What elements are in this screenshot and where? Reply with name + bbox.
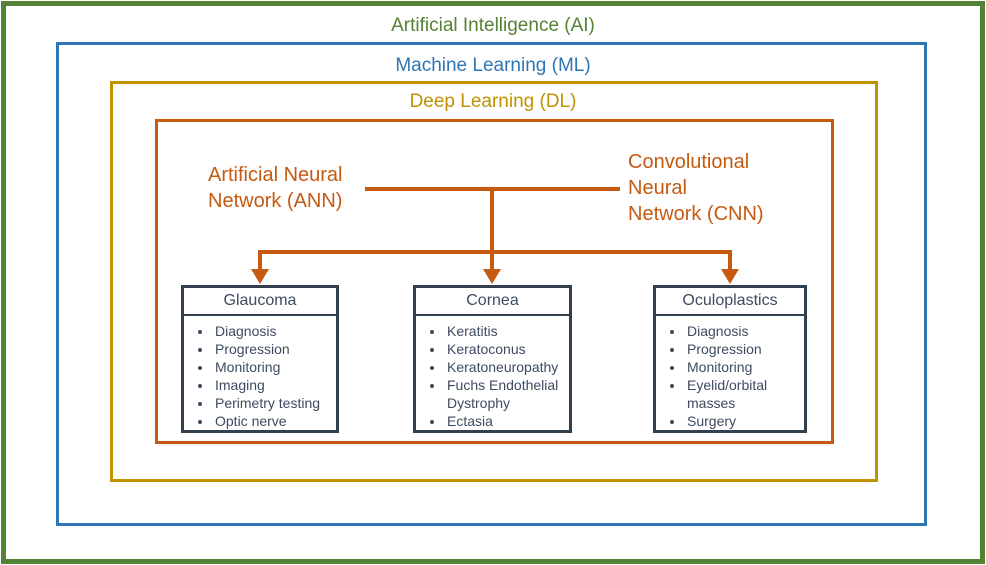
list-item: Perimetry testing [213,394,334,412]
cnn-label-line: Network (CNN) [628,203,764,225]
ai-title: Artificial Intelligence (AI) [391,15,595,36]
ml-boundary-box [56,42,927,526]
list-item: Surgery [685,412,802,430]
list-item: Fuchs Endothelial Dystrophy [445,376,567,412]
dl-boundary-box [110,81,878,482]
glaucoma-box: Glaucoma DiagnosisProgressionMonitoringI… [181,285,339,433]
glaucoma-box-title: Glaucoma [184,288,336,316]
list-item: Monitoring [685,358,802,376]
oculoplastics-box: Oculoplastics DiagnosisProgressionMonito… [653,285,807,433]
ml-title: Machine Learning (ML) [395,55,591,76]
cnn-label-line: Neural [628,177,687,199]
cornea-item-list: KeratitisKeratoconusKeratoneuropathyFuch… [416,322,567,430]
dl-title: Deep Learning (DL) [409,91,577,112]
list-item: Keratoneuropathy [445,358,567,376]
cornea-box: Cornea KeratitisKeratoconusKeratoneuropa… [413,285,572,433]
list-item: Imaging [213,376,334,394]
oculoplastics-item-list: DiagnosisProgressionMonitoringEyelid/orb… [656,322,802,430]
cornea-box-title: Cornea [416,288,569,316]
list-item: Diagnosis [685,322,802,340]
oculoplastics-box-title: Oculoplastics [656,288,804,316]
list-item: Monitoring [213,358,334,376]
neural-network-boundary-box [155,119,834,444]
ann-label-line: Network (ANN) [208,190,343,212]
list-item: Eyelid/orbital masses [685,376,802,412]
list-item: Optic nerve [213,412,334,430]
list-item: Diagnosis [213,322,334,340]
list-item: Progression [685,340,802,358]
ann-label-line: Artificial Neural [208,164,343,186]
list-item: Keratoconus [445,340,567,358]
list-item: Progression [213,340,334,358]
glaucoma-item-list: DiagnosisProgressionMonitoringImagingPer… [184,322,334,430]
cnn-label-line: Convolutional [628,151,750,173]
list-item: Keratitis [445,322,567,340]
list-item: Ectasia [445,412,567,430]
